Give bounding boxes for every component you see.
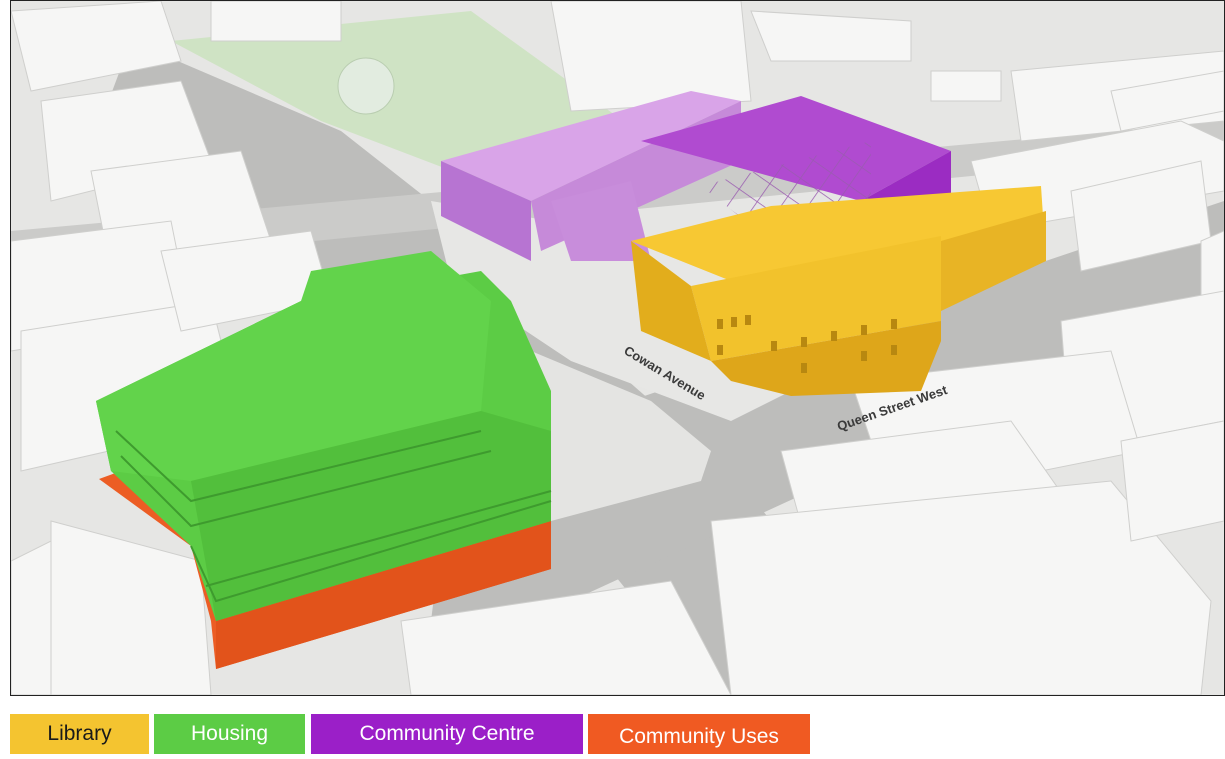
legend-community-uses: Community Uses [588, 714, 810, 754]
context-buildings [11, 1, 1224, 695]
road-queen [431, 201, 1224, 621]
legend-library: Library [10, 714, 149, 754]
housing-massing [96, 251, 552, 621]
library-massing [631, 186, 1046, 396]
legend-community-centre: Community Centre [311, 714, 583, 754]
legend-housing: Housing [154, 714, 305, 754]
site-massing-diagram: Cowan Avenue Queen Street West [10, 0, 1225, 696]
park-circle [337, 57, 395, 115]
